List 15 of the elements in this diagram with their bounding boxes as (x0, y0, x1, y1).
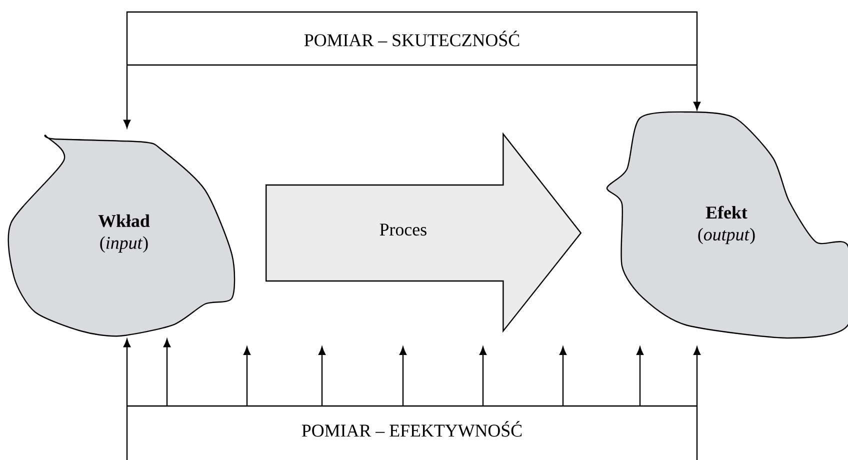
arrow (559, 346, 567, 406)
arrow (124, 338, 131, 406)
arrow (693, 346, 701, 406)
arrow (124, 66, 131, 128)
arrow (244, 346, 251, 406)
arrow (164, 338, 171, 406)
arrow (318, 346, 326, 406)
measure-box: POMIAR – SKUTECZNOŚĆ (126, 11, 698, 66)
measure-box: POMIAR – EFEKTYWNOŚĆ (126, 405, 698, 460)
arrow (693, 66, 701, 110)
arrow (636, 346, 644, 406)
block-arrow (266, 132, 582, 333)
edge-label: Proces (380, 224, 426, 236)
arrow (399, 346, 407, 406)
arrow (479, 346, 487, 406)
